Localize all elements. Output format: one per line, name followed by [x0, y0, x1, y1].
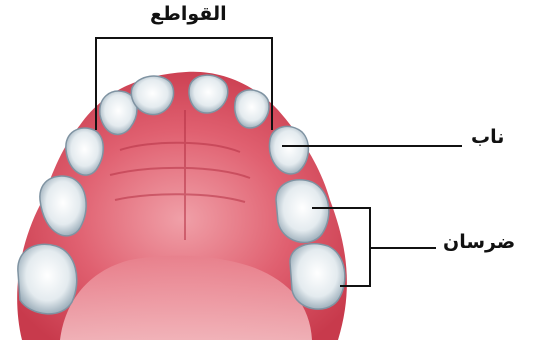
molar-tooth-left	[18, 244, 77, 314]
incisors-label: القواطع	[150, 3, 227, 25]
molar-tooth-right	[290, 244, 345, 309]
canine-label: ناب	[471, 126, 504, 148]
incisor-tooth-2	[131, 76, 173, 115]
molars-label: ضرسان	[443, 231, 515, 253]
premolar-tooth-right	[276, 180, 329, 243]
